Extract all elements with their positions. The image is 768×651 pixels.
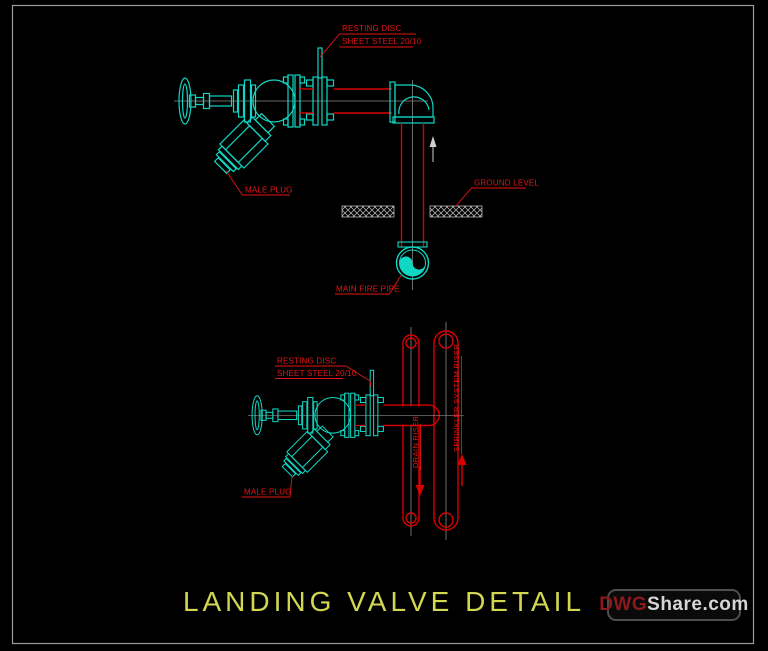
top-detail: RESTING DISC SHEET STEEL 20/10 MALE PLUG… <box>173 24 539 295</box>
bottom-annotations: RESTING DISC SHEET STEEL 20/10 MALE PLUG… <box>242 343 462 498</box>
elbow-fitting <box>389 81 435 124</box>
vertical-pipe <box>400 123 425 247</box>
leader-lines <box>242 356 462 498</box>
ground-hatch <box>341 205 483 218</box>
ground-level-label: GROUND LEVEL <box>474 179 539 188</box>
drain-riser-label: DRAIN RISER <box>411 416 420 468</box>
sprinkler-riser-pipe <box>433 330 459 531</box>
drain-riser-pipe <box>402 334 420 527</box>
sheet-title: LANDING VALVE DETAIL <box>182 586 586 617</box>
horizontal-pipe <box>333 88 392 114</box>
watermark-prefix: DWG <box>599 594 648 615</box>
resting-disc-label-line2: SHEET STEEL 20/10 <box>277 369 357 378</box>
bottom-detail: RESTING DISC SHEET STEEL 20/10 MALE PLUG… <box>242 322 467 540</box>
landing-valve-bottom <box>247 369 465 483</box>
leader-lines <box>225 33 526 295</box>
main-fire-pipe-label: MAIN FIRE PIPE <box>336 285 400 294</box>
drain-down-arrow-icon <box>415 466 425 496</box>
male-plug-label: MALE PLUG <box>244 488 292 497</box>
sprinkler-system-riser-label: SPRINKLER SYSTEM RISER <box>452 343 461 452</box>
top-annotations: RESTING DISC SHEET STEEL 20/10 MALE PLUG… <box>225 24 539 295</box>
resting-disc-label-line1: RESTING DISC <box>277 357 336 366</box>
resting-disc-label-line1: RESTING DISC <box>342 24 401 33</box>
resting-disc-label-line2: SHEET STEEL 20/10 <box>342 37 422 46</box>
watermark-suffix: Share.com <box>647 594 749 615</box>
flow-up-arrow-icon <box>429 136 437 162</box>
male-plug-label: MALE PLUG <box>245 186 293 195</box>
sprinkler-up-arrow-icon <box>457 454 467 486</box>
main-fire-pipe-section <box>395 241 430 280</box>
drawing-frame-border <box>11 4 755 645</box>
